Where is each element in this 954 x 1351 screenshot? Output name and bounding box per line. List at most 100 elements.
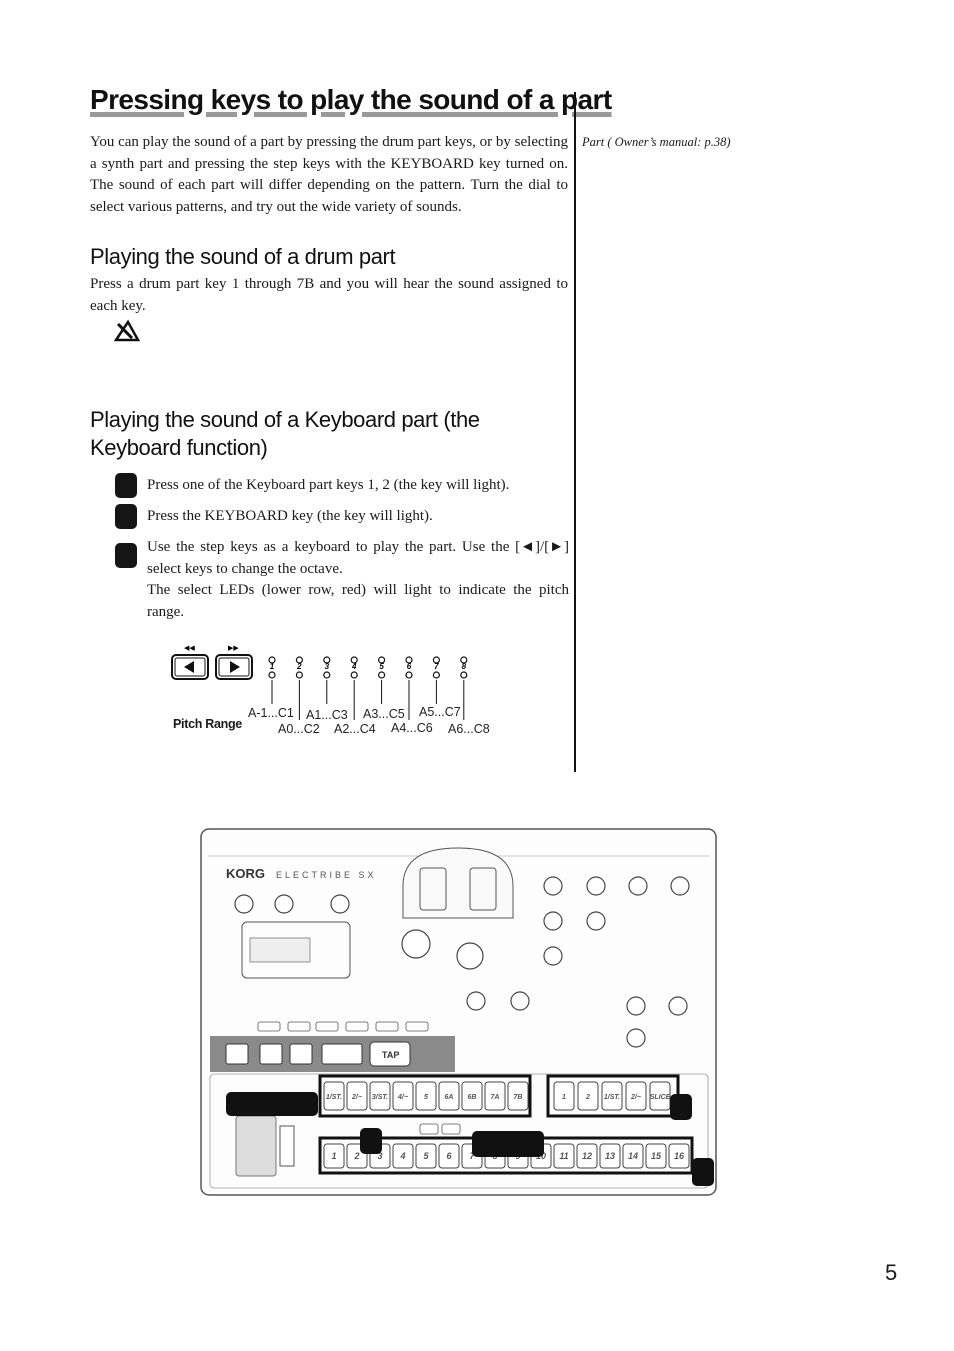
drum-key-2: 2/~ xyxy=(346,1081,368,1111)
drum-key-3: 3/ST. xyxy=(369,1081,391,1111)
led-number: 5 xyxy=(379,662,384,671)
led-number: 6 xyxy=(407,662,412,671)
page-title: Pressing keys to play the sound of a par… xyxy=(90,84,612,115)
key-label: 11 xyxy=(559,1151,568,1161)
step-3-marker xyxy=(115,543,137,568)
select-leds: 1 2 3 4 5 6 7 8 xyxy=(268,656,468,720)
range-bottom-3: A4...C6 xyxy=(391,721,433,735)
key-label: 7B xyxy=(514,1094,523,1101)
step-1-text: Press one of the Keyboard part keys 1, 2… xyxy=(147,477,510,493)
device-model: ELECTRIBE SX xyxy=(276,870,377,880)
led-number: 1 xyxy=(270,662,275,671)
key-label: 7A xyxy=(491,1094,500,1101)
key-label: 7 xyxy=(469,1151,475,1161)
pitch-range-diagram: ◀◀ ▶▶ 1 2 3 4 5 6 7 8 xyxy=(171,645,468,720)
range-top-1: A-1...C1 xyxy=(248,706,294,720)
column-divider xyxy=(574,92,576,772)
step-key-16: 16 xyxy=(668,1143,690,1169)
select-led-6: 6 xyxy=(405,656,413,720)
select-led-5: 5 xyxy=(378,656,386,704)
led-number: 7 xyxy=(434,662,439,671)
svg-text:▶▶: ▶▶ xyxy=(228,645,239,652)
key-label: 1/ST. xyxy=(326,1094,342,1101)
step-2-marker xyxy=(115,504,137,529)
step-key-5: 5 xyxy=(415,1143,437,1169)
range-bottom-2: A2...C4 xyxy=(334,722,376,736)
key-label: 1 xyxy=(331,1151,336,1161)
drum-key-4: 4/~ xyxy=(392,1081,414,1111)
drum-key-1: 1/ST. xyxy=(323,1081,345,1111)
step-3-line-2: The select LEDs (lower row, red) will li… xyxy=(147,582,569,620)
step-1-marker xyxy=(115,473,137,498)
key-label: 14 xyxy=(628,1151,638,1161)
drum-key-7: 6B xyxy=(461,1081,483,1111)
key-label: 4 xyxy=(399,1151,405,1161)
key-label: 2 xyxy=(353,1151,359,1161)
synth-key-3: 1/ST. xyxy=(601,1081,623,1111)
key-label: 2/~ xyxy=(351,1094,362,1101)
pitch-range-label: Pitch Range xyxy=(173,717,242,731)
range-top-4: A5...C7 xyxy=(419,705,461,719)
step-key-1: 1 xyxy=(323,1143,345,1169)
key-label: 15 xyxy=(651,1151,662,1161)
step-key-11: 11 xyxy=(553,1143,575,1169)
led-number: 8 xyxy=(462,662,467,671)
key-label: 5 xyxy=(424,1094,428,1101)
drum-key-9: 7B xyxy=(507,1081,529,1111)
key-label: 3/ST. xyxy=(372,1094,388,1101)
step-key-6: 6 xyxy=(438,1143,460,1169)
device-brand: KORG xyxy=(226,866,265,881)
step-2-text: Press the KEYBOARD key (the key will lig… xyxy=(147,508,433,524)
svg-text:◀◀: ◀◀ xyxy=(184,645,195,652)
led-number: 2 xyxy=(296,662,302,671)
key-label: 2/~ xyxy=(630,1094,641,1101)
drum-section-heading: Playing the sound of a drum part xyxy=(90,244,396,269)
step-key-14: 14 xyxy=(622,1143,644,1169)
select-right-button: ▶▶ xyxy=(215,645,253,680)
step-3-line-1: Use the step keys as a keyboard to play … xyxy=(147,539,569,577)
intro-paragraph: You can play the sound of a part by pres… xyxy=(90,134,568,215)
device-tap-label: TAP xyxy=(382,1050,399,1060)
key-label: 1/ST. xyxy=(604,1094,620,1101)
step-3-text: Use the step keys as a keyboard to play … xyxy=(147,537,569,623)
step-key-13: 13 xyxy=(599,1143,621,1169)
keyboard-section-heading: Playing the sound of a Keyboard part (th… xyxy=(90,407,480,460)
range-bottom-4: A6...C8 xyxy=(448,722,490,736)
key-label: 5 xyxy=(423,1151,429,1161)
side-note: Part ( Owner’s manual: p.38) xyxy=(582,135,731,149)
drum-key-8: 7A xyxy=(484,1081,506,1111)
electribe-device-illustration: KORG ELECTRIBE SX TAP 1/ST. 2/~ 3/ST. 4/~ 5 6… xyxy=(200,828,717,1196)
drum-key-5: 5 xyxy=(415,1081,437,1111)
select-led-7: 7 xyxy=(432,656,440,704)
select-led-4: 4 xyxy=(350,656,358,720)
range-top-3: A3...C5 xyxy=(363,707,405,721)
key-label: 16 xyxy=(674,1151,685,1161)
drum-part-keys: 1/ST. 2/~ 3/ST. 4/~ 5 6A 6B 7A 7B xyxy=(323,1081,529,1111)
key-label: SLICE xyxy=(650,1094,671,1101)
page-number: 5 xyxy=(885,1260,898,1285)
synth-part-keys: 1 2 1/ST. 2/~ SLICE xyxy=(553,1081,671,1111)
select-left-button: ◀◀ xyxy=(171,645,209,680)
range-bottom-1: A0...C2 xyxy=(278,722,320,736)
step-keys: 12345678910111213141516 xyxy=(323,1143,690,1169)
drum-section-text: Press a drum part key 1 through 7B and y… xyxy=(90,276,568,314)
step-key-12: 12 xyxy=(576,1143,598,1169)
synth-key-1: 1 xyxy=(553,1081,575,1111)
led-number: 4 xyxy=(351,662,357,671)
note-icon xyxy=(114,319,140,342)
drum-key-6: 6A xyxy=(438,1081,460,1111)
key-label: 2 xyxy=(585,1094,590,1101)
key-label: 4/~ xyxy=(397,1094,408,1101)
select-led-8: 8 xyxy=(460,656,468,720)
step-key-15: 15 xyxy=(645,1143,667,1169)
synth-key-4: 2/~ xyxy=(625,1081,647,1111)
select-led-1: 1 xyxy=(268,656,276,704)
key-label: 6 xyxy=(446,1151,452,1161)
synth-key-2: 2 xyxy=(577,1081,599,1111)
led-number: 3 xyxy=(325,662,330,671)
key-label: 12 xyxy=(582,1151,592,1161)
key-label: 1 xyxy=(562,1094,566,1101)
select-led-2: 2 xyxy=(295,656,303,720)
key-label: 13 xyxy=(605,1151,615,1161)
key-label: 6A xyxy=(445,1094,454,1101)
